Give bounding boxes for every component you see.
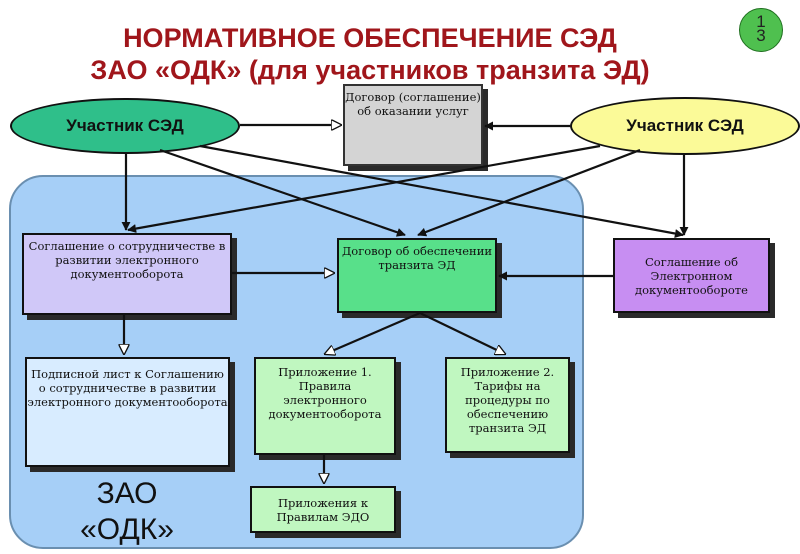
service-contract-box: Договор (соглашение) об оказании услуг	[343, 84, 483, 166]
cooperation-agreement-box: Соглашение о сотрудничестве в развитии э…	[22, 233, 232, 315]
edo-agreement-box: Соглашение об Электронном документооборо…	[613, 238, 770, 313]
appendix-2-box: Приложение 2. Тарифы на процедуры по обе…	[445, 357, 570, 453]
arrow-right-participant-to-cooperation	[127, 144, 601, 234]
page-number-digit-2: 3	[756, 26, 766, 45]
page-number-badge: 1 3	[739, 8, 783, 52]
arrow-transit-to-appendix1	[325, 311, 421, 354]
edo-rules-appendices-box: Приложения к Правилам ЭДО	[250, 486, 396, 533]
participant-left: Участник СЭД	[10, 98, 240, 154]
page-number-digit-1: 1	[756, 12, 766, 31]
title-line-2: ЗАО «ОДК» (для участников транзита ЭД)	[90, 55, 650, 85]
transit-contract-box: Договор об обеспечении транзита ЭД	[337, 238, 497, 313]
appendix-1-box: Приложение 1. Правила электронного докум…	[254, 357, 396, 455]
participant-right: Участник СЭД	[570, 97, 800, 155]
odk-zone-label: ЗАО «ОДК»	[80, 477, 174, 546]
arrow-left-participant-to-transit	[159, 148, 406, 237]
arrow-right-participant-to-transit	[417, 148, 641, 237]
arrow-transit-to-appendix2	[419, 312, 505, 354]
signature-sheet-box: Подписной лист к Соглашению о сотрудниче…	[25, 357, 230, 467]
arrow-left-participant-to-edo	[199, 144, 684, 238]
title-line-1: НОРМАТИВНОЕ ОБЕСПЕЧЕНИЕ СЭД	[123, 23, 617, 53]
